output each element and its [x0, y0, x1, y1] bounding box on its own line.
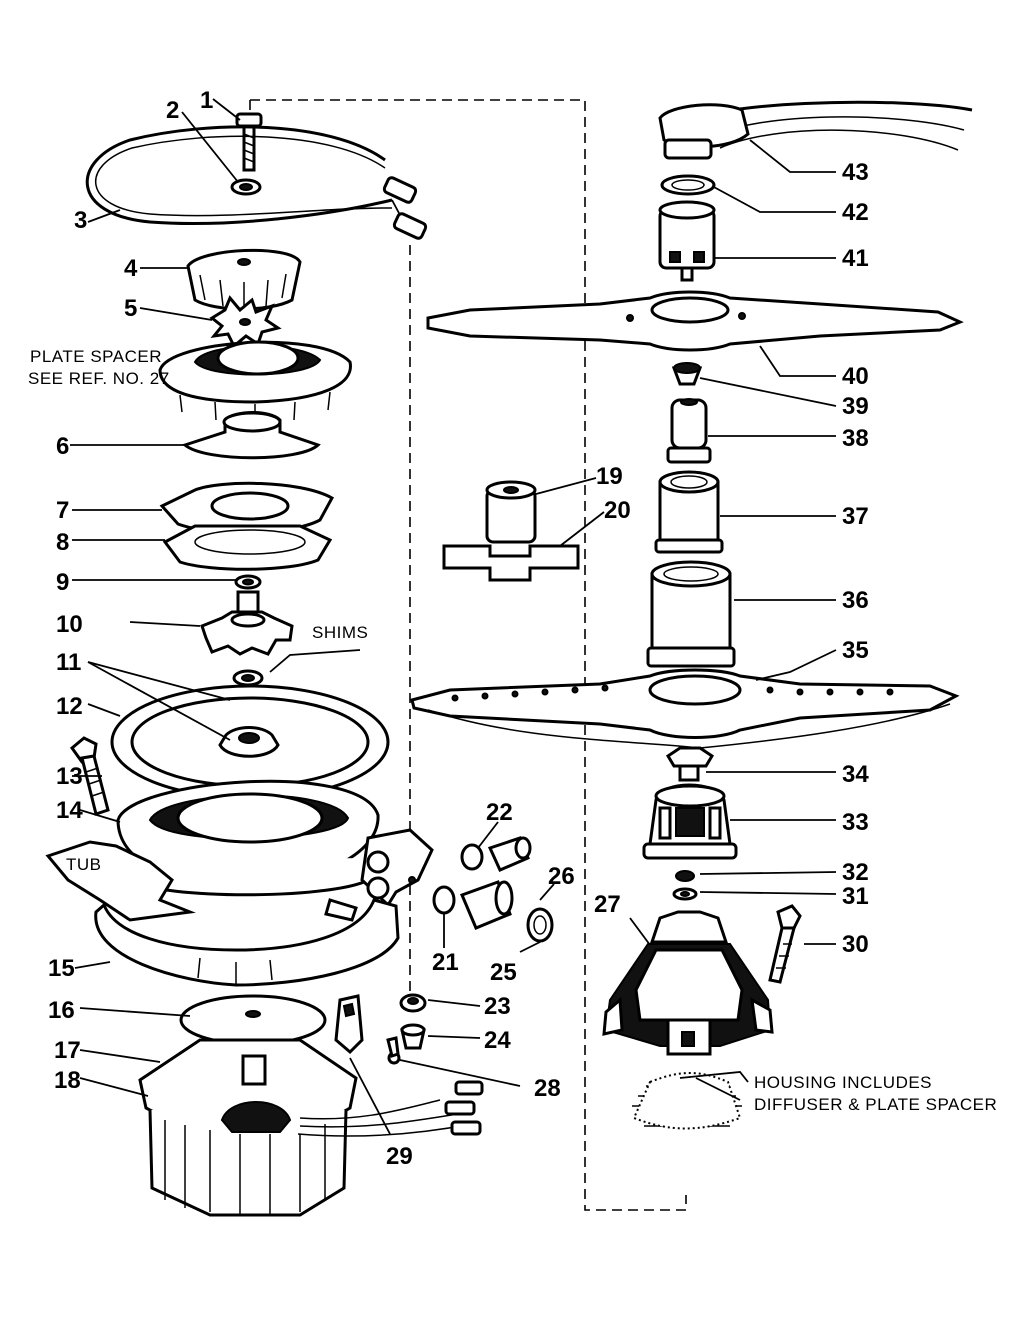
callout-12: 12 [56, 693, 83, 720]
callout-29: 29 [386, 1143, 413, 1170]
callout-14: 14 [56, 797, 83, 824]
callout-38: 38 [842, 425, 869, 452]
callout-7: 7 [56, 497, 69, 524]
callout-19: 19 [596, 463, 623, 490]
housing-note-line1: HOUSING INCLUDES [754, 1073, 932, 1092]
callout-24: 24 [484, 1027, 511, 1054]
callout-3: 3 [74, 207, 87, 234]
part-28-screw [386, 1036, 401, 1065]
part-30-bolt [768, 904, 802, 984]
housing-note-line2: DIFFUSER & PLATE SPACER [754, 1095, 997, 1114]
callout-26: 26 [548, 863, 575, 890]
plate-spacer-note-line1: PLATE SPACER [30, 347, 162, 366]
callout-4: 4 [124, 255, 138, 282]
part-43-supply-tube [658, 100, 973, 160]
callout-5: 5 [124, 295, 137, 322]
part-22-hose [460, 836, 532, 872]
plate-spacer-part [158, 340, 352, 422]
annotation-notes: PLATE SPACER SEE REF. NO. 27 SHIMS TUB H… [28, 347, 997, 1114]
part-38-tube [666, 398, 712, 464]
callout-35: 35 [842, 637, 869, 664]
part-13-bolt [69, 736, 110, 816]
callout-9: 9 [56, 569, 69, 596]
callout-43: 43 [842, 159, 869, 186]
part-5-star-gear [209, 295, 282, 349]
part-42-ring [660, 174, 716, 196]
part-21-clamp [432, 880, 514, 930]
callout-2: 2 [166, 97, 179, 124]
part-23-grommet [399, 993, 427, 1013]
part-1-screw [235, 112, 263, 172]
part-39-cap [671, 362, 703, 386]
callout-21: 21 [432, 949, 459, 976]
callout-1: 1 [200, 87, 213, 114]
callout-10: 10 [56, 611, 83, 638]
part-14-pump-base [116, 779, 434, 908]
callout-33: 33 [842, 809, 869, 836]
part-34-bolt [665, 746, 715, 782]
callout-13: 13 [56, 763, 83, 790]
part-31-washer [672, 887, 698, 901]
callout-30: 30 [842, 931, 869, 958]
part-16-disc [179, 994, 327, 1046]
shims-note: SHIMS [312, 623, 368, 642]
callout-41: 41 [842, 245, 869, 272]
callout-23: 23 [484, 993, 511, 1020]
part-41-nozzle [658, 200, 716, 282]
plate-spacer-note-line2: SEE REF. NO. 27 [28, 369, 170, 388]
callout-40: 40 [842, 363, 869, 390]
callout-16: 16 [48, 997, 75, 1024]
part-8-gasket [162, 524, 333, 571]
callout-28: 28 [534, 1075, 561, 1102]
callout-34: 34 [842, 761, 869, 788]
callout-15: 15 [48, 955, 75, 982]
part-36-cylinder [646, 560, 736, 668]
callout-27: 27 [594, 891, 621, 918]
part-7-gasket [159, 481, 335, 535]
callout-20: 20 [604, 497, 631, 524]
leader-lines [70, 98, 837, 1135]
part-19-bushing [485, 480, 537, 544]
callout-36: 36 [842, 587, 869, 614]
part-33-cage [642, 783, 738, 860]
callout-42: 42 [842, 199, 869, 226]
spray-holes [451, 684, 894, 702]
callout-25: 25 [490, 959, 517, 986]
part-20-bracket [442, 544, 580, 582]
callout-8: 8 [56, 529, 69, 556]
part-35-lower-spray-arm [410, 668, 960, 749]
callout-17: 17 [54, 1037, 81, 1064]
callout-18: 18 [54, 1067, 81, 1094]
callout-37: 37 [842, 503, 869, 530]
callout-32: 32 [842, 859, 869, 886]
part-27-housing [602, 910, 774, 1130]
part-9-washer [234, 574, 262, 590]
part-2-washer [230, 178, 262, 196]
tub-flange [45, 840, 400, 987]
callout-39: 39 [842, 393, 869, 420]
part-29-bracket [334, 994, 364, 1055]
part-40-upper-spray-arm [426, 290, 964, 352]
part-3-fill-tube [85, 125, 428, 240]
assembly-guide-lines [249, 99, 687, 1211]
part-37-sleeve [654, 470, 724, 554]
callout-22: 22 [486, 799, 513, 826]
part-6-mount [181, 411, 321, 460]
part-25-clamp [526, 907, 554, 943]
part-4-cover [186, 248, 302, 311]
part-24-plug [400, 1023, 426, 1050]
tub-note: TUB [66, 855, 102, 874]
part-18-motor [138, 1038, 484, 1217]
callout-11: 11 [56, 649, 81, 676]
callout-numbers: 1 2 3 4 5 6 7 8 9 10 11 12 13 14 15 16 1… [48, 87, 869, 1170]
part-10-impeller [200, 590, 294, 656]
part-32-nut [675, 870, 695, 882]
callout-31: 31 [842, 883, 869, 910]
callout-6: 6 [56, 433, 69, 460]
